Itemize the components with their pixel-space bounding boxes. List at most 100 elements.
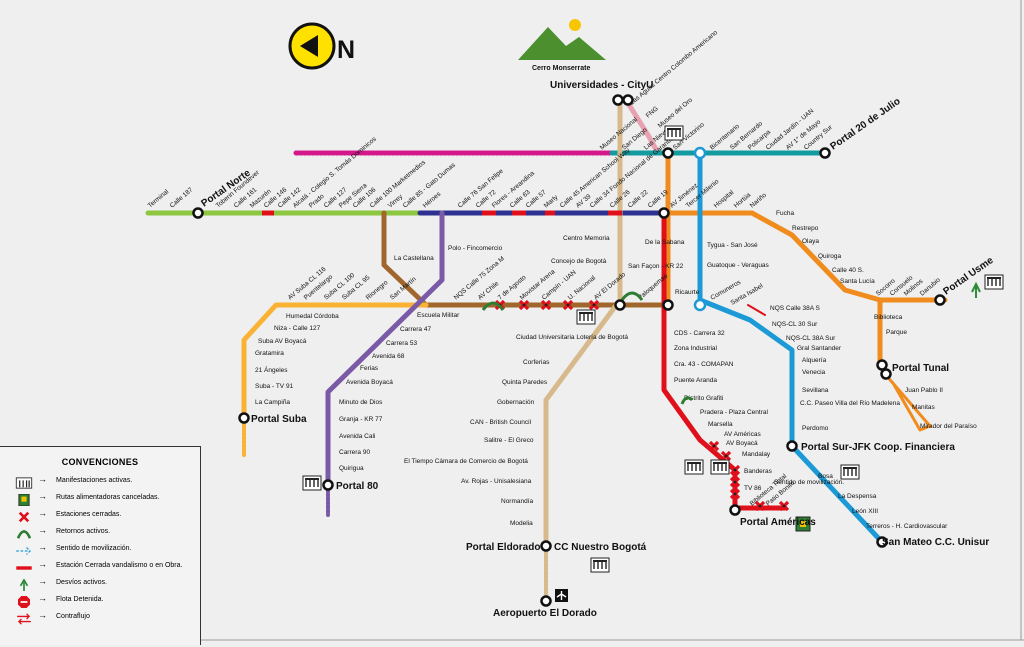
arrow-icon: →	[38, 559, 47, 569]
station-label: Avenida Boyacá	[346, 379, 393, 386]
station-label: Calle 187	[169, 186, 195, 209]
station-label: Niza - Calle 127	[274, 325, 321, 332]
line-americas	[661, 210, 788, 511]
stations-calle26: 7 de Agosto Movistar Arena Campín - UAN …	[497, 268, 765, 307]
stations-norte: Terminal Calle 187 Toberin Foundever Cal…	[147, 135, 458, 209]
arrow-icon: →	[38, 593, 47, 603]
station-label: Quiroga	[818, 253, 842, 260]
plane-icon	[555, 589, 568, 602]
legend-item: → Estación Cerrada vandalismo o en Obra.	[0, 559, 200, 577]
legend-title: CONVENCIONES	[61, 457, 139, 467]
station-label: Puente Aranda	[674, 377, 717, 384]
portal-universidades-label: Universidades - CityU	[550, 80, 653, 91]
arrow-icon: →	[38, 542, 47, 552]
station-label: AV Boyacá	[726, 440, 758, 447]
frame-right	[200, 0, 1024, 641]
station-label: CAN - British Council	[470, 419, 532, 426]
protest-icon	[302, 125, 1004, 573]
station-label: Hortúa	[733, 191, 753, 209]
direction-arrow	[747, 304, 766, 316]
station-label: Ciudad Universitaria Lotería de Bogotá	[516, 334, 628, 341]
station-label: San Martín	[389, 275, 418, 301]
station-label: Salitre - El Greco	[484, 437, 534, 444]
station-label: AV Chile	[477, 280, 501, 302]
station-label: Fucha	[776, 210, 794, 217]
station-label: Bosa	[818, 473, 833, 480]
station-label: Parque	[886, 329, 907, 336]
station-label: NQS-CL 30 Sur	[772, 321, 818, 328]
station-label: Minuto de Dios	[339, 399, 383, 406]
station-label: Venecia	[802, 369, 826, 376]
station-label: Normandía	[501, 498, 534, 505]
stations-tunal: Biblioteca Parque Juan Pablo II Manitas …	[874, 314, 977, 430]
station-label: Ferias	[360, 365, 379, 372]
station-label: Gral Santander	[797, 345, 842, 352]
portal-80-label: Portal 80	[336, 481, 379, 492]
arrow-icon: →	[38, 576, 47, 586]
station-label: Concejo de Bogotá	[551, 258, 607, 265]
station-label: Quinta Paredes	[502, 379, 548, 386]
station-label: Escuela Militar	[417, 312, 460, 319]
line-tunal-branch	[883, 372, 932, 432]
protest-icon	[15, 477, 33, 489]
station-label: Cra. 43 - COMAPAN	[674, 361, 734, 368]
compass-icon	[288, 22, 336, 70]
legend-item: → Retornos activos.	[0, 525, 200, 543]
portal-aeropuerto-label: Aeropuerto El Dorado	[493, 608, 597, 619]
station-label: Mandalay	[742, 451, 771, 458]
legend-item: → Contraflujo	[0, 610, 200, 628]
legend-text: Rutas alimentadoras canceladas.	[56, 494, 160, 501]
station-label: El Tiempo Cámara de Comercio de Bogotá	[404, 458, 528, 465]
station-label: Terreros - H. Cardiovascular	[866, 523, 948, 530]
mountain-icon	[518, 19, 606, 60]
station-label: Manitas	[912, 404, 936, 411]
stations-eldorado: Ciudad Universitaria Lotería de Bogotá C…	[404, 334, 628, 527]
station-label: Perdomo	[802, 425, 829, 432]
station-label: Marsella	[708, 421, 733, 428]
compass-label: N	[337, 36, 355, 64]
stop-icon	[18, 596, 30, 608]
legend-text: Sentido de movilización.	[56, 545, 132, 552]
station-label: FNG	[645, 105, 660, 119]
legend-text: Estaciones cerradas.	[56, 511, 122, 518]
station-label: Las Aguas Centro Colombo Americano	[629, 29, 720, 107]
station-label: Suba - TV 91	[255, 383, 294, 390]
station-label: Carrera 53	[386, 340, 417, 347]
station-label: Restrepo	[792, 225, 819, 232]
station-label: Olaya	[802, 238, 819, 245]
arrow-icon: →	[38, 525, 47, 535]
station-label: Centro Memoria	[563, 235, 610, 242]
arrow-icon: →	[38, 491, 47, 501]
station-label: Carrera 90	[339, 449, 370, 456]
station-label: Humedal Córdoba	[286, 313, 339, 320]
station-label: Mirador del Paraíso	[920, 423, 977, 430]
station-label: Nariño	[749, 192, 768, 210]
line-fucha-pink	[623, 97, 661, 156]
legend-item: → Rutas alimentadoras canceladas.	[0, 491, 200, 509]
station-label: Sevillana	[802, 387, 829, 394]
station-label: Juan Pablo II	[905, 387, 943, 394]
station-label: León XIII	[852, 508, 878, 515]
station-label: Granja - KR 77	[339, 416, 383, 423]
legend-item: → Desvíos activos.	[0, 576, 200, 594]
station-label: Danubio	[919, 276, 942, 297]
station-label: Guatoque - Veraguas	[707, 262, 770, 269]
station-label: Banderas	[744, 468, 773, 475]
legend-text: Retornos activos.	[56, 528, 111, 535]
station-label: Avenida 68	[372, 353, 405, 360]
station-label: Modelia	[510, 520, 533, 527]
station-label: Calle 22	[627, 189, 650, 210]
legend-text: Contraflujo	[56, 613, 90, 620]
station-label: Museo del Oro	[657, 97, 694, 130]
station-label: NQS Calle 38A S	[770, 305, 821, 312]
station-label: Avenida Cali	[339, 433, 375, 440]
legend-panel: CONVENCIONES → Manifestaciones activas. …	[0, 446, 201, 645]
station-label: TV 86	[744, 485, 762, 492]
legend-text: Manifestaciones activas.	[56, 477, 133, 484]
arrow-icon: →	[38, 610, 47, 620]
station-label: San Façon - KR 22	[628, 263, 684, 270]
station-label: Calle 40 S.	[832, 267, 864, 274]
counterflow-icon	[17, 613, 31, 625]
station-label: Alquería	[802, 357, 827, 364]
